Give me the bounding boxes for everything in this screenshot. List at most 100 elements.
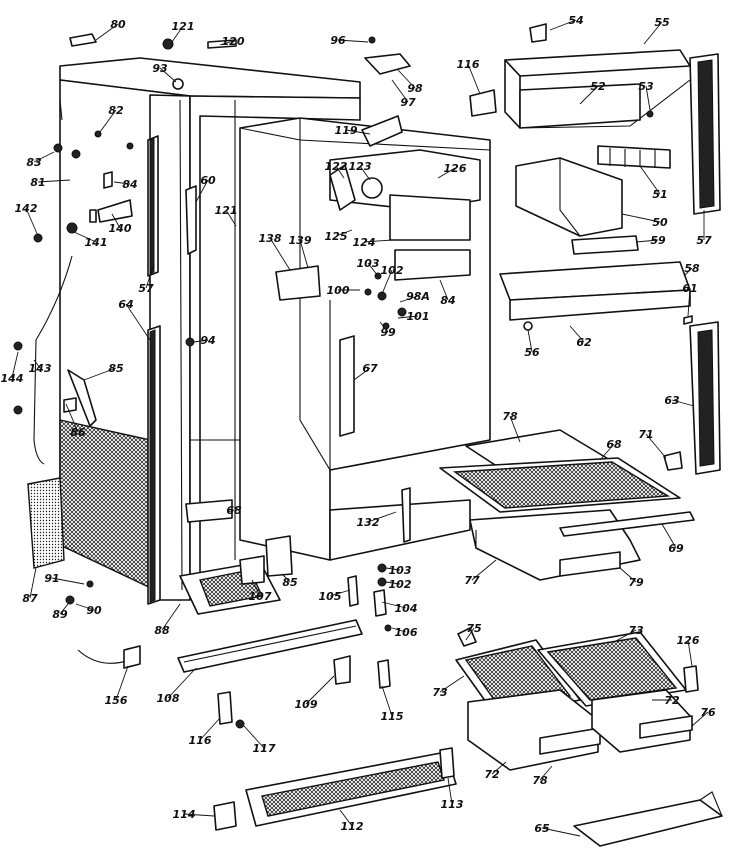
leader-line-p102b xyxy=(385,581,401,585)
leader-line-p121a xyxy=(171,25,184,43)
part-number-label-p113: 113 xyxy=(441,798,464,811)
cabinet-rails xyxy=(147,135,161,605)
part-number-label-p72b: 72 xyxy=(484,768,500,781)
leader-line-p105 xyxy=(329,589,351,597)
part-number-label-p89: 89 xyxy=(52,608,68,621)
leader-line-p132 xyxy=(367,511,397,523)
part-number-label-p97: 97 xyxy=(400,96,416,109)
part-number-label-p67: 67 xyxy=(362,362,378,375)
crisper-drawer-72a xyxy=(467,689,601,771)
leader-line-p125 xyxy=(335,229,353,237)
part-number-label-p88: 88 xyxy=(154,624,170,637)
part-number-label-p91: 91 xyxy=(44,572,59,585)
part-number-label-p138: 138 xyxy=(259,232,282,245)
door-shelf-57 xyxy=(689,53,721,215)
leader-line-p98 xyxy=(397,69,416,89)
control-housing xyxy=(329,149,481,281)
part-number-label-p121b: 121 xyxy=(215,204,238,217)
leader-line-p124 xyxy=(363,239,393,243)
power-cord-156 xyxy=(77,645,141,669)
leader-line-p107 xyxy=(251,579,261,597)
part-number-label-p78b: 78 xyxy=(532,774,548,787)
leader-line-p142 xyxy=(25,207,39,237)
part-number-label-p69a: 69 xyxy=(668,542,684,555)
part-number-label-p114: 114 xyxy=(173,808,196,821)
leader-line-p106 xyxy=(391,627,407,633)
part-number-label-p59a: 59 xyxy=(650,234,666,247)
part-number-label-p68a: 68 xyxy=(606,438,622,451)
part-number-label-p94: 94 xyxy=(200,334,215,347)
part-number-label-p104: 104 xyxy=(395,602,418,615)
part-number-label-p71: 71 xyxy=(638,428,653,441)
part-number-label-p81: 81 xyxy=(30,176,45,189)
leader-line-p85b xyxy=(281,573,291,583)
part-number-label-p112: 112 xyxy=(341,820,364,833)
wire-shelf-69 xyxy=(439,457,681,513)
leader-line-p79 xyxy=(619,567,637,583)
leader-line-p73b xyxy=(439,675,465,693)
leader-line-p114 xyxy=(183,813,215,817)
shelf-rail-89 xyxy=(559,511,695,537)
part-number-label-p142: 142 xyxy=(15,202,38,215)
leader-line-p69a xyxy=(661,523,677,549)
leader-line-p121b xyxy=(225,209,237,227)
part-number-label-p98a: 98A xyxy=(406,290,430,303)
leader-line-p126b xyxy=(687,639,693,667)
leader-line-p84a xyxy=(113,181,131,185)
grille-112 xyxy=(245,751,457,827)
part-number-label-p144: 144 xyxy=(1,372,24,385)
leader-line-p122 xyxy=(335,165,345,179)
leader-line-p62 xyxy=(569,325,585,343)
part-number-label-p102b: 102 xyxy=(389,578,412,591)
part-number-label-p125: 125 xyxy=(325,230,348,243)
leader-line-p103b xyxy=(385,567,401,571)
part-number-label-p109: 109 xyxy=(295,698,318,711)
leader-line-p119 xyxy=(345,129,371,135)
part-number-label-p77: 77 xyxy=(464,574,480,587)
rail-108 xyxy=(177,619,363,673)
leader-line-p77 xyxy=(471,559,497,581)
part-number-label-p76: 76 xyxy=(700,706,716,719)
leader-line-p82 xyxy=(99,109,117,133)
part-number-label-p60: 60 xyxy=(200,174,216,187)
leader-line-p61 xyxy=(687,287,691,317)
leader-line-p139 xyxy=(299,239,309,269)
part-number-label-p132: 132 xyxy=(357,516,380,529)
part-number-label-p53: 53 xyxy=(638,80,654,93)
ice-tray-51 xyxy=(597,145,671,169)
leader-line-p67 xyxy=(353,367,371,381)
part-number-label-p106: 106 xyxy=(395,626,418,639)
drain-tube-143 xyxy=(33,255,73,465)
part-number-label-p82: 82 xyxy=(108,104,124,117)
door-shelf-63 xyxy=(689,321,721,475)
leader-line-p120 xyxy=(219,40,234,46)
leader-line-p113 xyxy=(447,777,453,805)
leader-line-p52 xyxy=(579,85,599,105)
part-number-label-p58: 58 xyxy=(684,262,700,275)
leader-line-p81 xyxy=(37,179,71,183)
part-number-label-p141: 141 xyxy=(85,236,108,249)
leader-line-p156 xyxy=(115,665,129,701)
leader-line-p85a xyxy=(83,367,117,381)
leader-line-p144 xyxy=(11,351,19,379)
leader-line-p59a xyxy=(635,239,659,243)
part-number-label-p139: 139 xyxy=(289,234,312,247)
part-number-label-p115: 115 xyxy=(381,710,404,723)
part-number-label-p119: 119 xyxy=(335,124,358,137)
part-number-label-p85b: 85 xyxy=(282,576,298,589)
part-number-label-p73a: 73 xyxy=(628,624,644,637)
leader-line-p96 xyxy=(337,39,369,43)
part-number-label-p108: 108 xyxy=(157,692,180,705)
part-number-label-p78: 78 xyxy=(502,410,518,423)
leader-line-p58 xyxy=(683,267,693,277)
leader-line-p75 xyxy=(465,627,475,641)
leader-line-p108 xyxy=(167,667,197,699)
leader-line-p116a xyxy=(467,63,481,95)
leader-line-p56 xyxy=(527,329,533,353)
crisper-cover-58 xyxy=(499,261,691,321)
leader-line-p73a xyxy=(613,629,637,643)
part-number-label-p72a: 72 xyxy=(664,694,680,707)
leader-line-p99 xyxy=(379,321,389,333)
leader-line-p115 xyxy=(381,685,393,717)
